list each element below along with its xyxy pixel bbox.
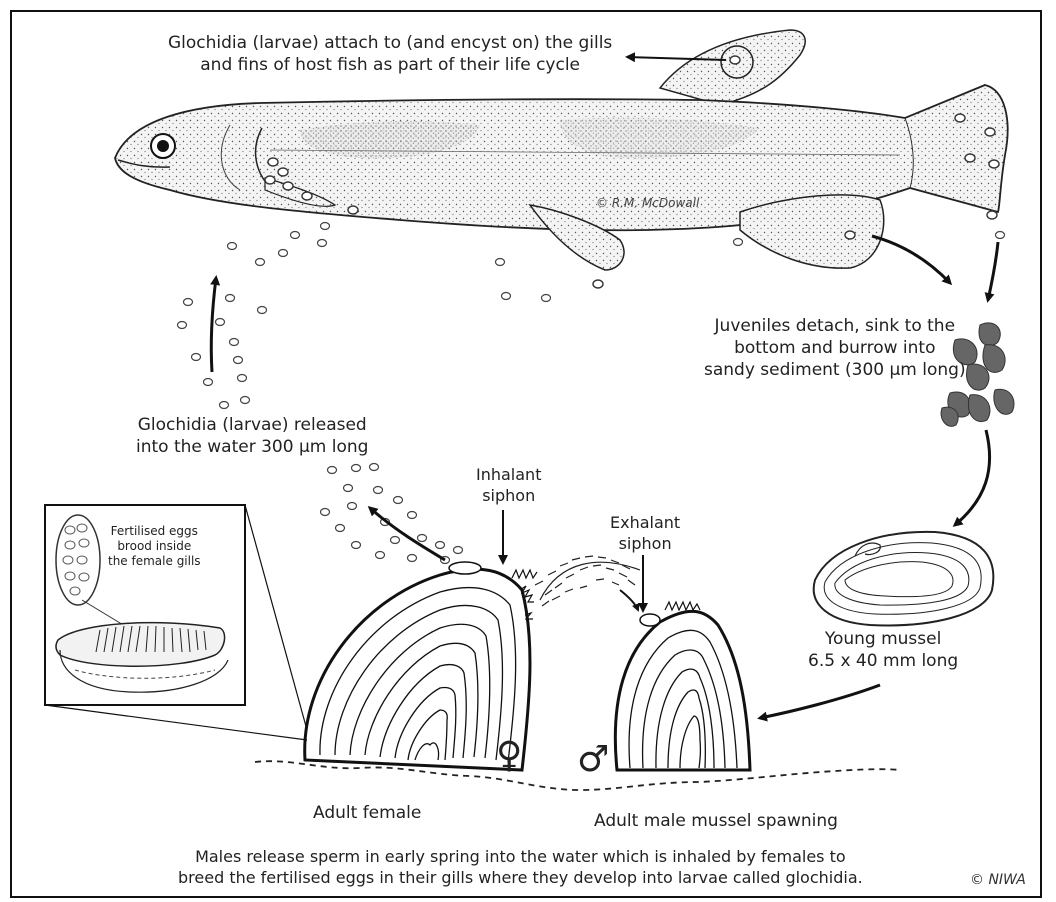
male-mussel [615, 602, 750, 770]
adult-female-label: Adult female [313, 802, 421, 824]
exhalant-siphon-label: Exhalant siphon [610, 512, 680, 554]
juveniles-line2: bottom and burrow into [704, 337, 966, 359]
young-mussel-label: Young mussel 6.5 x 40 mm long [808, 628, 958, 672]
inhalant-line1: Inhalant [476, 464, 541, 485]
juveniles-line3: sandy sediment (300 µm long) [704, 359, 966, 381]
glochidia-released-line1: Glochidia (larvae) released [136, 414, 368, 436]
adult-male-label: Adult male mussel spawning [594, 810, 838, 832]
young-mussel [814, 532, 994, 626]
caption-line2: breed the fertilised eggs in their gills… [178, 867, 863, 888]
fertilised-line1: Fertilised eggs [108, 524, 201, 539]
caption-line1: Males release sperm in early spring into… [178, 846, 863, 867]
juveniles-line1: Juveniles detach, sink to the [704, 315, 966, 337]
illustrator-credit: © R.M. McDowall [596, 196, 699, 210]
inhalant-siphon-label: Inhalant siphon [476, 464, 541, 506]
free-glochidia [178, 223, 1005, 564]
fertilised-eggs-label: Fertilised eggs brood inside the female … [108, 524, 201, 569]
fertilised-line3: the female gills [108, 554, 201, 569]
young-mussel-line2: 6.5 x 40 mm long [808, 650, 958, 672]
fertilised-line2: brood inside [108, 539, 201, 554]
male-symbol: ♂ [577, 742, 609, 778]
niwa-credit: © NIWA [970, 872, 1026, 888]
glochidia-attach-label: Glochidia (larvae) attach to (and encyst… [168, 32, 612, 76]
female-symbol: ♀ [496, 738, 522, 774]
sperm-spray [535, 556, 640, 606]
glochidia-attach-line1: Glochidia (larvae) attach to (and encyst… [168, 32, 612, 54]
glochidia-attach-line2: and fins of host fish as part of their l… [168, 54, 612, 76]
juveniles-label: Juveniles detach, sink to the bottom and… [704, 315, 966, 381]
inhalant-line2: siphon [476, 485, 541, 506]
glochidia-released-label: Glochidia (larvae) released into the wat… [136, 414, 368, 458]
glochidia-released-line2: into the water 300 µm long [136, 436, 368, 458]
young-mussel-line1: Young mussel [808, 628, 958, 650]
exhalant-line2: siphon [610, 533, 680, 554]
caption: Males release sperm in early spring into… [178, 846, 863, 888]
exhalant-line1: Exhalant [610, 512, 680, 533]
